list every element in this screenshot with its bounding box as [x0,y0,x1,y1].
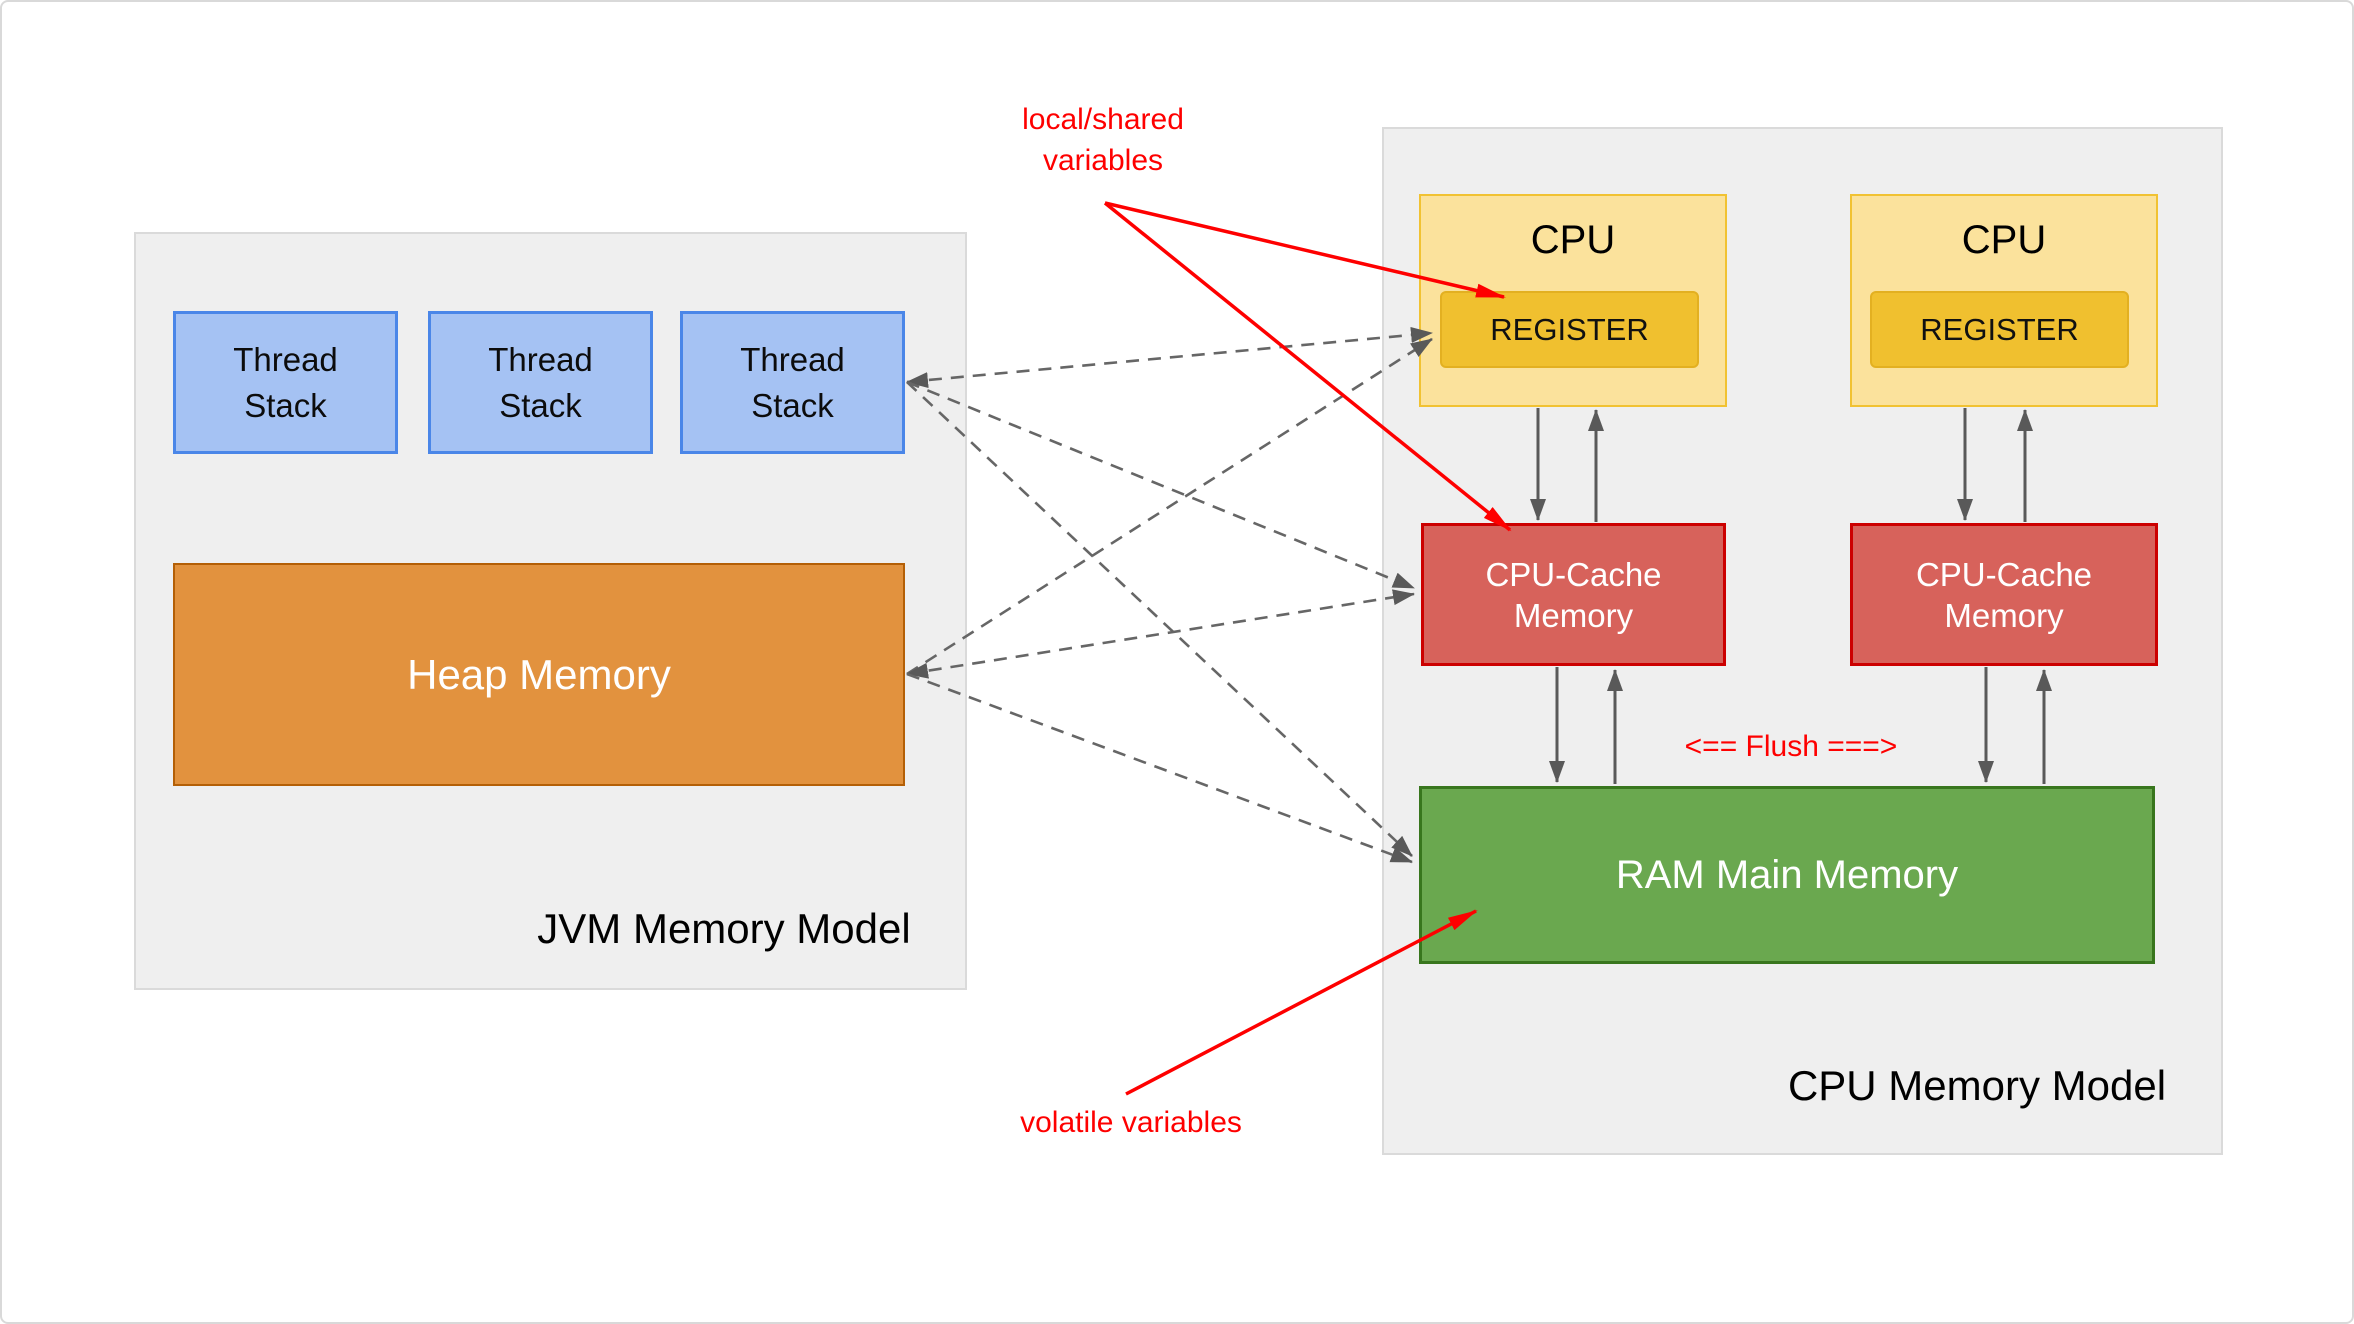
heap-memory-box: Heap Memory [173,563,905,786]
register-box-1: REGISTER [1440,291,1699,368]
register-box-2: REGISTER [1870,291,2129,368]
cpu-cache-box-1: CPU-Cache Memory [1421,523,1726,666]
flush-label: <== Flush ===> [1684,730,1898,763]
thread-stack-box-1: Thread Stack [173,311,398,454]
ram-main-memory-box: RAM Main Memory [1419,786,2155,964]
dashed-arrow-stack-ram [906,381,1413,857]
cpu-cache-box-2: CPU-Cache Memory [1850,523,2158,666]
dashed-connection-arrows [906,326,1433,864]
local-shared-variables-label: local/shared variables [1022,103,1184,177]
volatile-variables-label: volatile variables [1020,1106,1242,1139]
thread-stack-box-3: Thread Stack [680,311,905,454]
dashed-arrow-stack-register [906,326,1433,389]
dashed-arrow-heap-cache [906,589,1415,679]
jvm-panel-title: JVM Memory Model [537,905,911,952]
dashed-arrow-heap-ram [906,672,1413,864]
cpu-panel-title: CPU Memory Model [1787,1062,2167,1109]
dashed-arrow-heap-register [906,337,1433,676]
thread-stack-box-2: Thread Stack [428,311,653,454]
dashed-arrow-stack-cache [906,380,1415,590]
